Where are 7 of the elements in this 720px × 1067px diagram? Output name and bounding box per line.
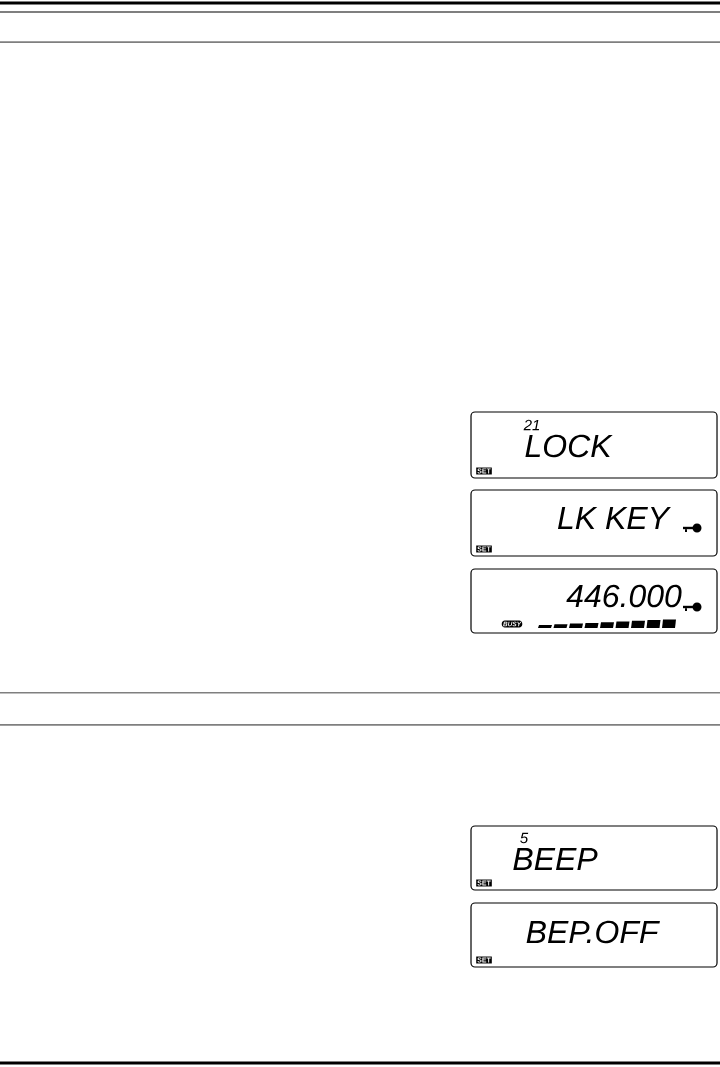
display-text: 446.000: [566, 584, 682, 608]
display-text: LOCK: [525, 434, 613, 458]
display-text: BEEP: [513, 848, 598, 870]
display-text: BEP.OFF: [526, 920, 660, 944]
menu-number: 21: [523, 419, 540, 431]
menu-number: 5: [520, 832, 529, 844]
display-text: LK KEY: [557, 507, 671, 529]
